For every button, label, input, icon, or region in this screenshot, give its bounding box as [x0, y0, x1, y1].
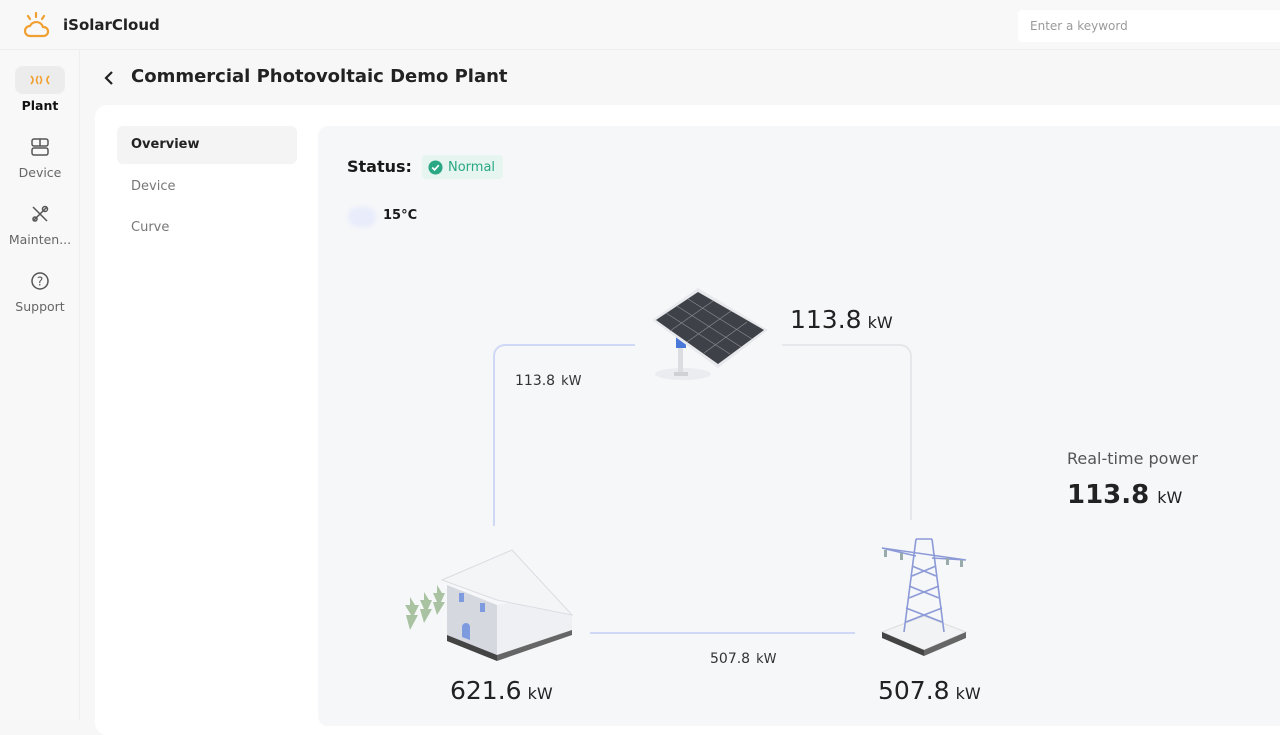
pv-power-value: 113.8: [790, 305, 862, 334]
flow-line-pv-grid: [782, 344, 912, 520]
grid-power-unit: kW: [955, 684, 981, 703]
search-input[interactable]: [1018, 10, 1280, 42]
house-load-icon: [405, 549, 574, 661]
pv-power-unit: kW: [867, 313, 893, 332]
weather-cloud-icon: [348, 207, 376, 227]
load-power-unit: kW: [527, 684, 553, 703]
pv-to-load-power: 113.8 kW: [515, 373, 581, 389]
sidebar-item-label: Plant: [21, 98, 59, 113]
grid-power: 507.8 kW: [878, 676, 981, 705]
load-power-value: 621.6: [450, 676, 522, 705]
realtime-power: 113.8 kW: [1067, 480, 1182, 510]
sidebar-item-maintenance[interactable]: Mainten...: [0, 200, 80, 247]
sidebar-item-plant[interactable]: Plant: [0, 66, 80, 113]
pv-to-load-unit: kW: [561, 374, 582, 389]
realtime-power-label: Real-time power: [1067, 449, 1198, 468]
grid-power-value: 507.8: [878, 676, 950, 705]
page-title: Commercial Photovoltaic Demo Plant: [131, 66, 508, 87]
grid-to-load-unit: kW: [756, 652, 777, 667]
sidebar-item-support[interactable]: ? Support: [0, 267, 80, 314]
maintenance-icon: [15, 200, 65, 228]
sidebar-item-label: Mainten...: [8, 232, 72, 247]
sidebar-item-label: Support: [15, 299, 65, 314]
check-circle-icon: [428, 159, 443, 175]
help-icon: ?: [15, 267, 65, 295]
status-badge: Normal: [422, 155, 504, 179]
tab-overview[interactable]: Overview: [117, 126, 297, 164]
grid-tower-icon: [880, 538, 968, 656]
temperature: 15°C: [383, 208, 418, 223]
sidebar-item-device[interactable]: Device: [0, 133, 80, 180]
back-chevron-icon[interactable]: [100, 66, 118, 90]
load-power: 621.6 kW: [450, 676, 553, 705]
app-name: iSolarCloud: [63, 16, 160, 34]
top-header: iSolarCloud: [0, 0, 1280, 50]
device-icon: [15, 133, 65, 161]
grid-to-load-power: 507.8 kW: [710, 651, 776, 667]
pv-power: 113.8 kW: [790, 305, 893, 334]
svg-text:?: ?: [37, 275, 43, 289]
isolarcloud-logo-icon: [23, 12, 50, 38]
sidebar: Plant Device Mainten... ? Support: [0, 50, 80, 720]
sidebar-item-label: Device: [18, 165, 62, 180]
flow-line-grid-load: [590, 632, 855, 634]
status-value: Normal: [448, 159, 496, 175]
solar-panel-icon: [652, 288, 768, 380]
tab-device[interactable]: Device: [131, 179, 176, 194]
grid-to-load-value: 507.8: [710, 651, 751, 667]
pv-to-load-value: 113.8: [515, 373, 556, 389]
tab-curve[interactable]: Curve: [131, 220, 170, 235]
plant-icon: [15, 66, 65, 94]
realtime-power-value: 113.8: [1067, 480, 1150, 510]
realtime-power-unit: kW: [1157, 488, 1183, 507]
flow-line-pv-load: [493, 344, 635, 526]
status-label: Status:: [347, 157, 412, 176]
